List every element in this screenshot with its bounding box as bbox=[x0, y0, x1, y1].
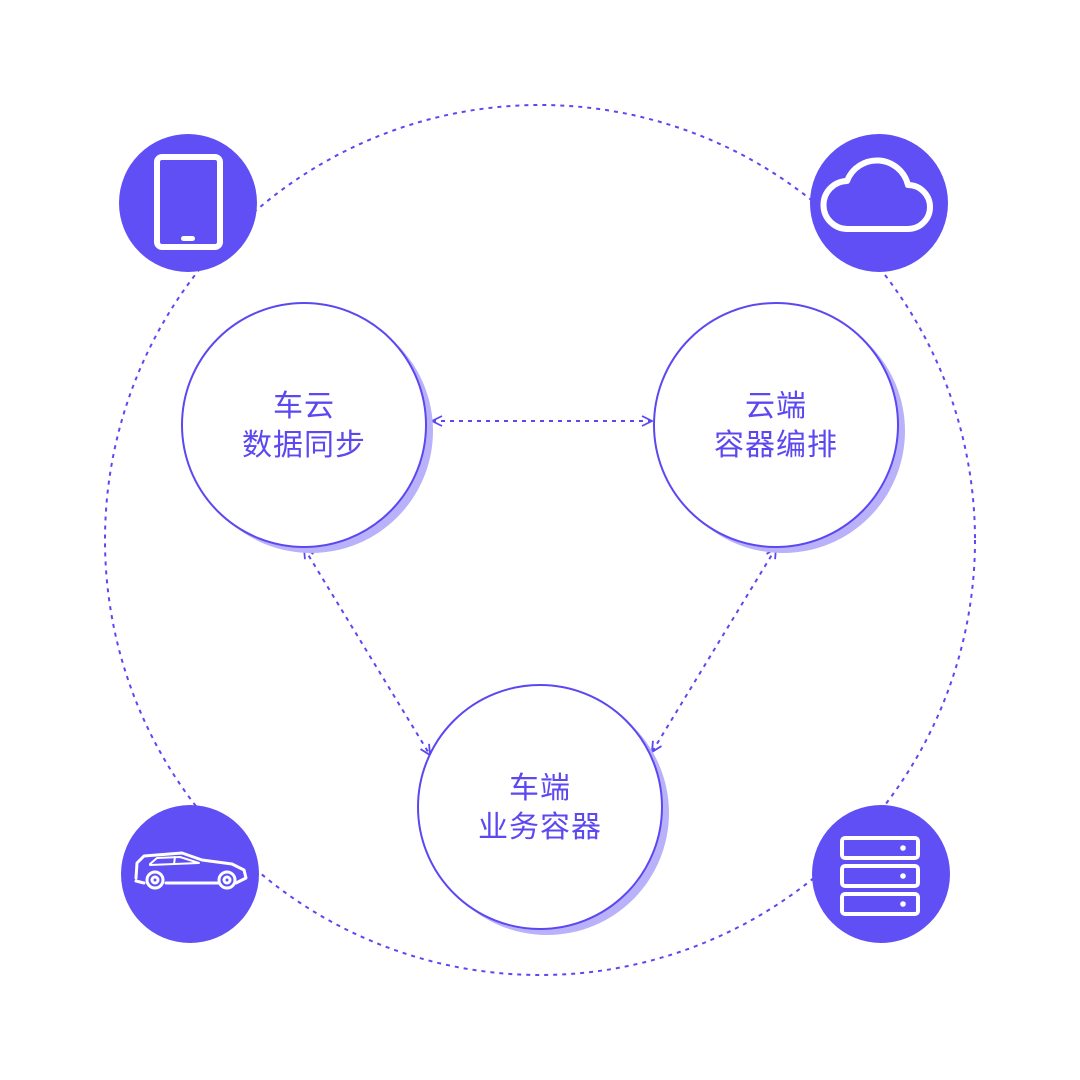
badge-circle bbox=[812, 805, 950, 943]
outer-orbit-circle bbox=[104, 104, 976, 976]
node-circle bbox=[417, 684, 663, 930]
cloud-badge bbox=[810, 134, 948, 272]
car-badge bbox=[121, 805, 259, 943]
node-subtitle: 业务容器 bbox=[478, 810, 602, 845]
node-title: 车端 bbox=[509, 771, 571, 806]
node-subtitle: 数据同步 bbox=[242, 428, 366, 463]
badge-circle bbox=[121, 805, 259, 943]
server-badge bbox=[812, 805, 950, 943]
tablet-badge bbox=[119, 134, 257, 272]
node-container-orchestration: 云端 容器编排 bbox=[653, 302, 905, 553]
node-title: 车云 bbox=[273, 389, 335, 424]
node-circle bbox=[653, 302, 899, 548]
node-subtitle: 容器编排 bbox=[714, 428, 838, 463]
node-circle bbox=[181, 302, 427, 548]
node-title: 云端 bbox=[745, 389, 807, 424]
cloud-icon bbox=[820, 157, 933, 233]
connector-sync-vehicle bbox=[304, 548, 430, 755]
tablet-icon bbox=[154, 154, 223, 250]
server-icon bbox=[840, 836, 920, 916]
node-data-sync: 车云 数据同步 bbox=[181, 302, 433, 553]
node-vehicle-container: 车端 业务容器 bbox=[417, 684, 669, 935]
car-icon bbox=[134, 851, 248, 890]
connector-orchestration-vehicle bbox=[652, 548, 776, 752]
badge-circle bbox=[810, 134, 948, 272]
